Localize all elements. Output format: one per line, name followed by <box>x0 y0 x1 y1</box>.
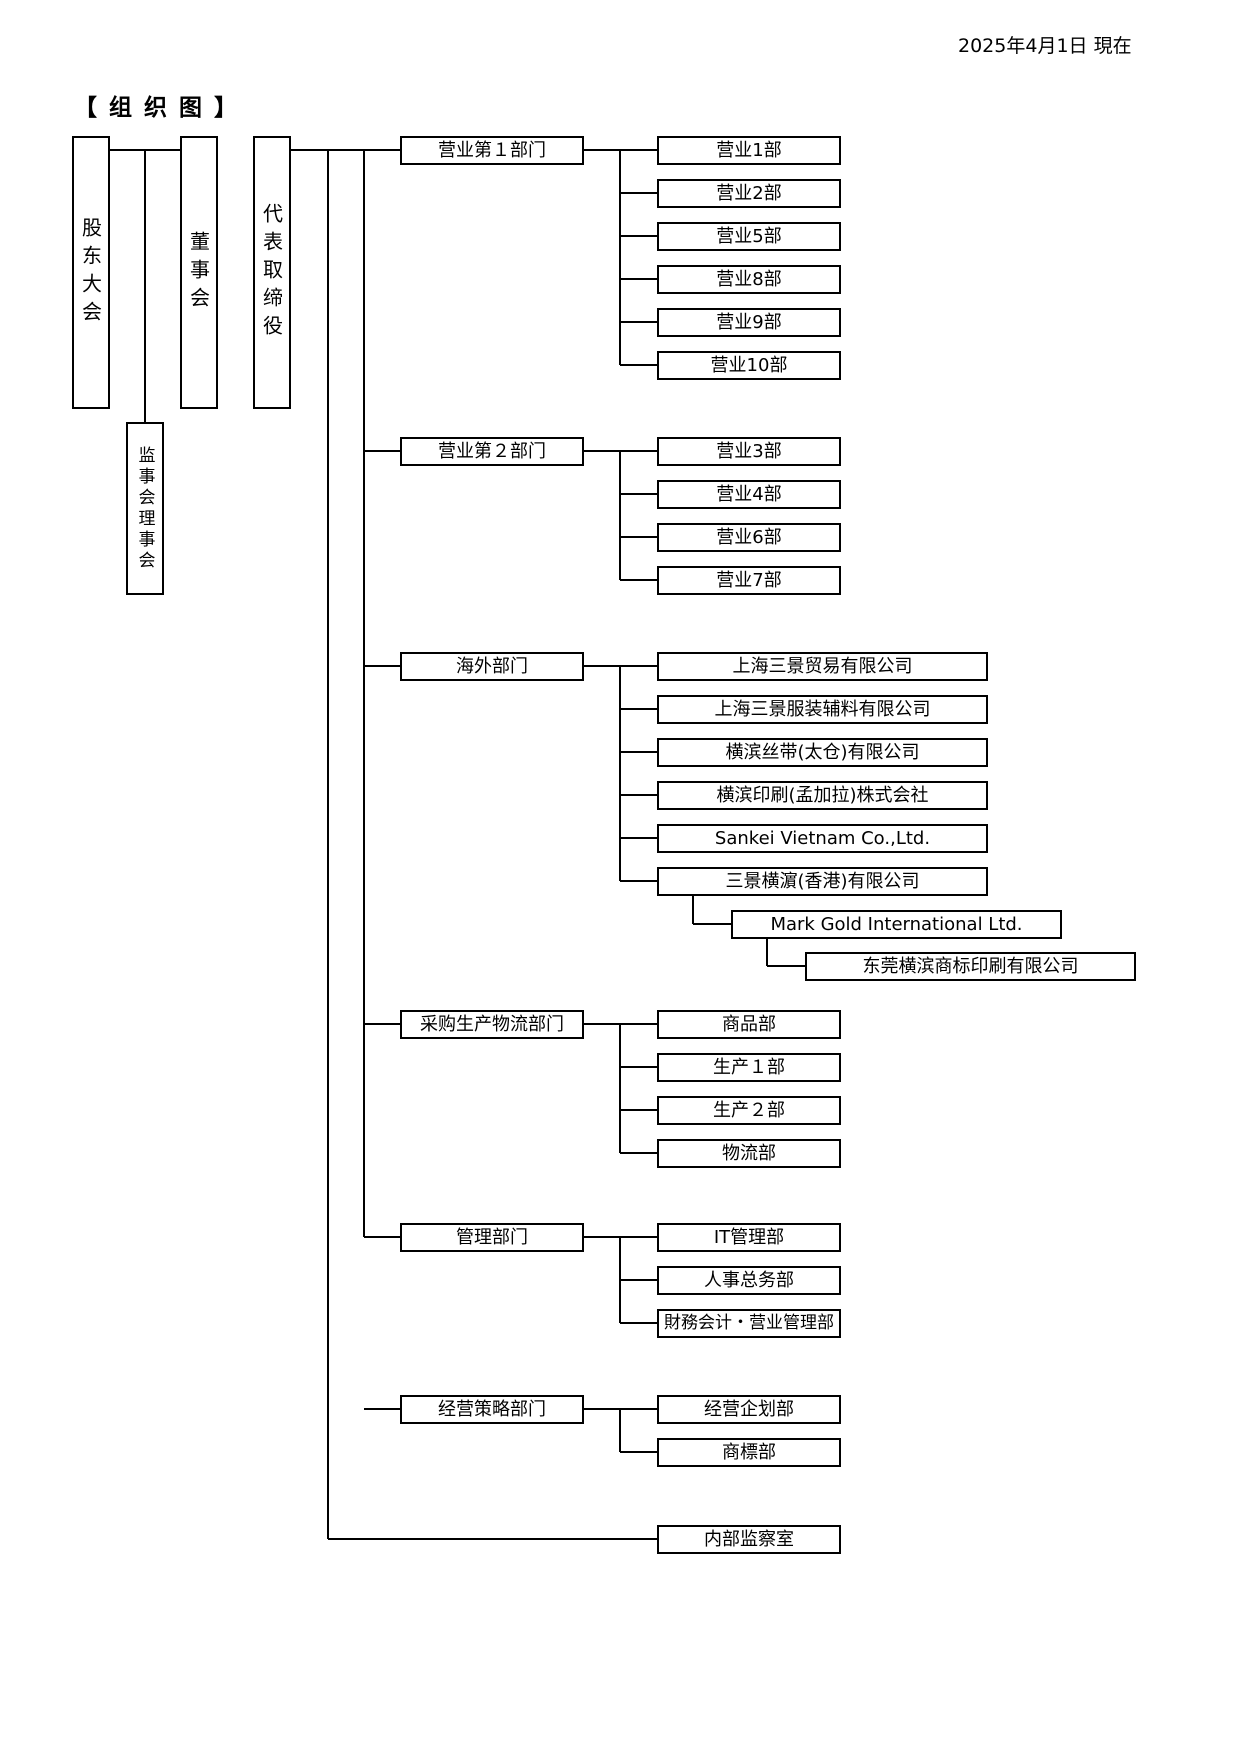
unit-box: 生产２部 <box>657 1096 841 1125</box>
auditors-label: 监事会理事会 <box>134 445 155 572</box>
subsidiary-box: 横滨印刷(孟加拉)株式会社 <box>657 781 988 810</box>
page-title: 【 组 织 图 】 <box>74 95 240 121</box>
unit-box: 营业2部 <box>657 179 841 208</box>
subsidiary-box: 上海三景贸易有限公司 <box>657 652 988 681</box>
auditors-box: 监事会理事会 <box>126 422 164 595</box>
shareholders-meeting-label: 股东大会 <box>78 216 103 329</box>
unit-box: 营业1部 <box>657 136 841 165</box>
date-label: 2025年4月1日 現在 <box>958 35 1132 57</box>
division-overseas: 海外部门 <box>400 652 584 681</box>
ceo-box: 代表取缔役 <box>253 136 291 409</box>
unit-box: 人事总务部 <box>657 1266 841 1295</box>
division-procurement: 采购生产物流部门 <box>400 1010 584 1039</box>
unit-box: 生产１部 <box>657 1053 841 1082</box>
unit-box: IT管理部 <box>657 1223 841 1252</box>
subsidiary-box-mark-gold: Mark Gold International Ltd. <box>731 910 1062 939</box>
board-label: 董事会 <box>186 230 211 315</box>
unit-box: 经营企划部 <box>657 1395 841 1424</box>
subsidiary-box-dongguan: 东莞横滨商标印刷有限公司 <box>805 952 1136 981</box>
unit-box: 营业7部 <box>657 566 841 595</box>
unit-box: 物流部 <box>657 1139 841 1168</box>
division-sales1: 营业第１部门 <box>400 136 584 165</box>
board-box: 董事会 <box>180 136 218 409</box>
unit-box: 商品部 <box>657 1010 841 1039</box>
internal-audit-box: 内部监察室 <box>657 1525 841 1554</box>
unit-box: 营业10部 <box>657 351 841 380</box>
unit-box: 营业4部 <box>657 480 841 509</box>
unit-box: 营业6部 <box>657 523 841 552</box>
division-sales2: 营业第２部门 <box>400 437 584 466</box>
ceo-label: 代表取缔役 <box>259 202 284 343</box>
unit-box: 营业8部 <box>657 265 841 294</box>
shareholders-meeting-box: 股东大会 <box>72 136 110 409</box>
unit-box: 营业3部 <box>657 437 841 466</box>
subsidiary-box: 横滨丝带(太仓)有限公司 <box>657 738 988 767</box>
unit-box: 营业9部 <box>657 308 841 337</box>
subsidiary-box: 上海三景服装辅料有限公司 <box>657 695 988 724</box>
unit-box: 財務会计・营业管理部 <box>657 1309 841 1338</box>
subsidiary-box: Sankei Vietnam Co.,Ltd. <box>657 824 988 853</box>
unit-box: 营业5部 <box>657 222 841 251</box>
subsidiary-box: 三景横濵(香港)有限公司 <box>657 867 988 896</box>
division-management: 管理部门 <box>400 1223 584 1252</box>
division-strategy: 经营策略部门 <box>400 1395 584 1424</box>
unit-box: 商標部 <box>657 1438 841 1467</box>
